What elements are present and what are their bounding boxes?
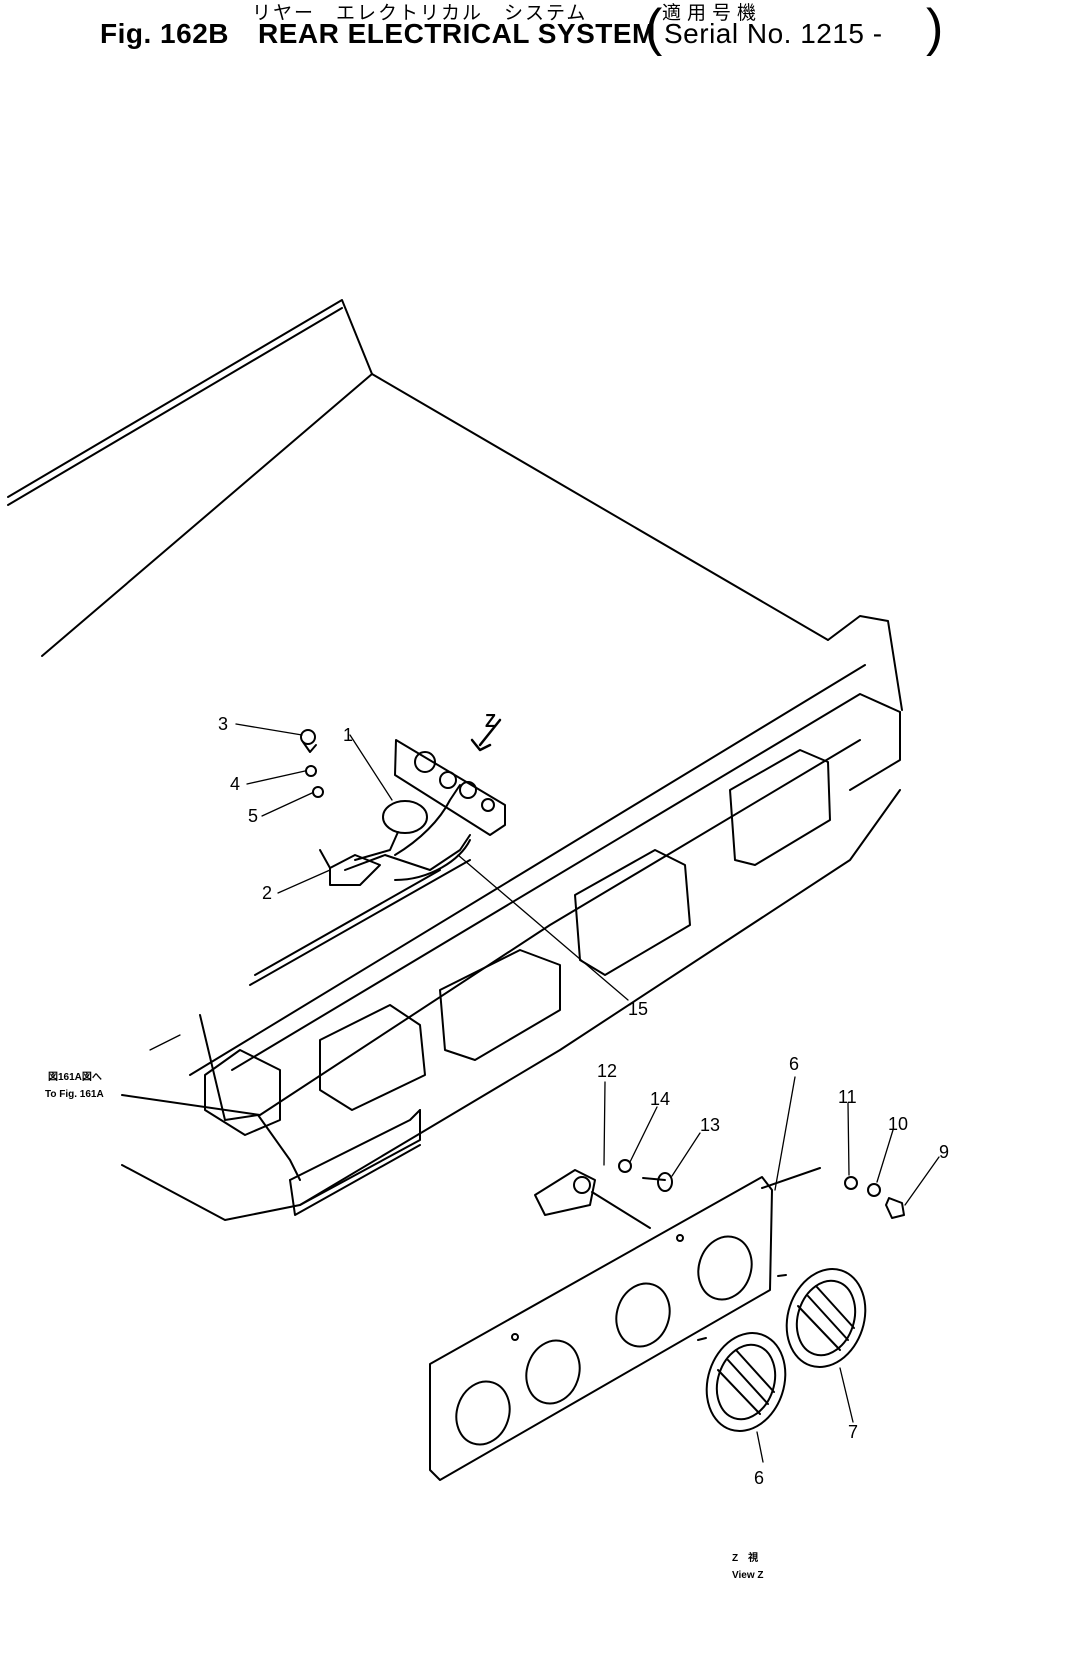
leader-lines (149, 723, 940, 1463)
upper-hardware (300, 729, 324, 798)
callout-9: 9 (939, 1142, 949, 1162)
view-z-arrow (470, 718, 502, 752)
title-japanese: リヤー エレクトリカル システム (252, 2, 588, 24)
view-label-en: View Z (732, 1570, 764, 1581)
callout-2: 2 (262, 883, 272, 903)
serial-number: Serial No. 1215 - (664, 18, 883, 49)
lamp-assembly-7 (777, 1268, 867, 1368)
view-marker-z: Z (485, 711, 496, 731)
callout-12: 12 (597, 1061, 617, 1081)
callout-6-lamp: 6 (754, 1468, 764, 1488)
figure-title: REAR ELECTRICAL SYSTEM (258, 18, 656, 49)
serial-japanese: 適用号機 (662, 2, 763, 24)
lamp-holder-parts (534, 1159, 673, 1229)
callout-3: 3 (218, 714, 228, 734)
figure-number: Fig. 162B (100, 18, 229, 49)
rear-body-frame (7, 299, 903, 1221)
plate-fasteners (761, 1167, 905, 1219)
callout-4: 4 (230, 774, 240, 794)
lamp-assembly-6 (697, 1332, 787, 1432)
relay-unit (319, 800, 428, 886)
right-paren: ) (926, 0, 944, 57)
wire-harness (344, 784, 471, 881)
cross-ref-jp: 図161A図へ (48, 1071, 102, 1083)
callout-7: 7 (848, 1422, 858, 1442)
cross-ref-en: To Fig. 161A (45, 1089, 104, 1100)
callout-10: 10 (888, 1114, 908, 1134)
callout-11: 11 (838, 1087, 857, 1107)
view-label-jp: Z 視 (732, 1551, 758, 1564)
callout-6-plate: 6 (789, 1054, 799, 1074)
callout-13: 13 (700, 1115, 720, 1135)
callout-15: 15 (628, 999, 648, 1019)
lamp-cluster-installed (394, 739, 506, 836)
callout-1: 1 (343, 725, 353, 745)
lamp-plate-detail (429, 1176, 773, 1481)
callout-5: 5 (248, 806, 258, 826)
callout-14: 14 (650, 1089, 670, 1109)
left-paren: ( (645, 0, 663, 57)
